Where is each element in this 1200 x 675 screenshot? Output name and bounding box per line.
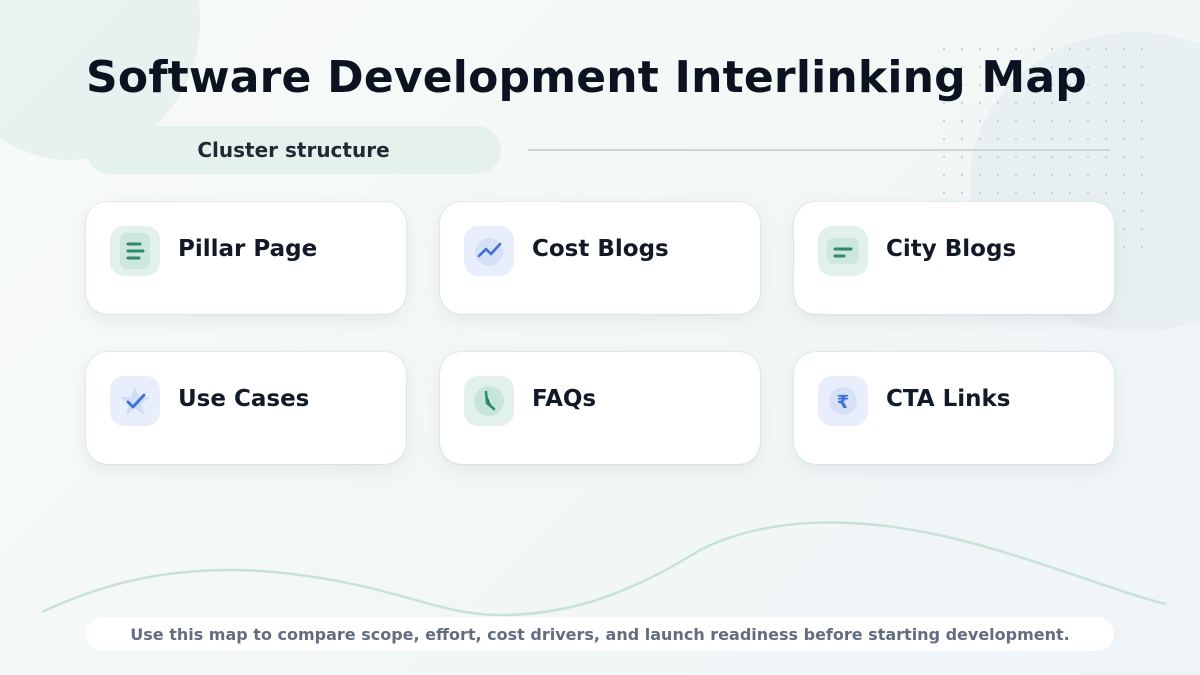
card-label: FAQs [532,386,597,412]
card-label: Pillar Page [178,236,318,262]
card-pillar-page[interactable]: Pillar Page [86,202,406,314]
card-label: Use Cases [178,386,310,412]
decorative-wave [41,521,1167,617]
footer-note-text: Use this map to compare scope, effort, c… [130,624,1070,644]
card-use-cases[interactable]: Use Cases [86,352,406,464]
card-label: City Blogs [886,236,1017,262]
clock-icon [464,376,514,426]
card-faqs[interactable]: FAQs [440,352,760,464]
section-pill: Cluster structure [86,126,501,174]
card-label: CTA Links [886,386,1011,412]
trend-line-icon [464,226,514,276]
cluster-grid: Pillar Page Cost Blogs City Blogs [86,202,1114,464]
card-cta-links[interactable]: ₹ CTA Links [794,352,1114,464]
svg-text:₹: ₹ [837,392,850,413]
card-cost-blogs[interactable]: Cost Blogs [440,202,760,314]
star-check-icon [110,376,160,426]
footer-note: Use this map to compare scope, effort, c… [86,617,1114,651]
section-pill-label: Cluster structure [197,138,390,162]
document-lines-icon [110,226,160,276]
rupee-icon: ₹ [818,376,868,426]
card-city-blogs[interactable]: City Blogs [794,202,1114,314]
divider-line [528,149,1110,151]
page-title: Software Development Interlinking Map [86,52,1087,103]
card-label: Cost Blogs [532,236,669,262]
text-lines-icon [818,226,868,276]
